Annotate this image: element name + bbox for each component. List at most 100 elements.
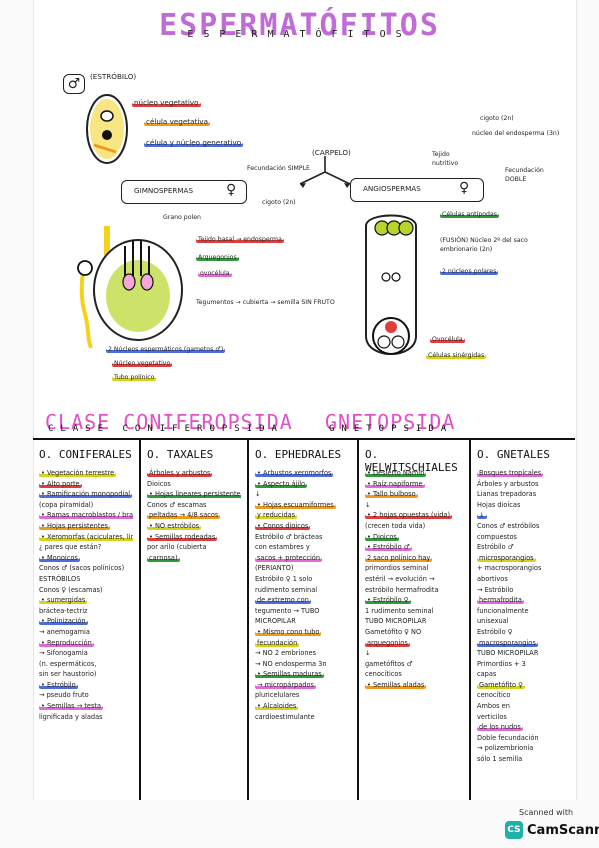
column-item: • Conos dioicos [257,521,309,530]
column-item: y reducidas [257,511,296,520]
column-item: Estróbilo ♂ [477,543,514,552]
male-note-1: núcleo vegetativo [134,98,199,107]
column-item: compuestos [477,532,517,541]
column-item: → NO endosperma 3n [255,659,327,668]
column-item: • Alto porte [41,479,80,488]
column-item: TUBO MICROPILAR [365,617,427,626]
column-item: ↓ [365,500,371,509]
column-item: Bosques tropicales [479,469,542,477]
angio-note-1: Células antípodas [442,211,497,218]
column-item: bráctea-tectriz [39,606,88,615]
column-item: ↓ [479,511,485,520]
column-item: • Ramificación monopodial [41,490,131,499]
page-subtitle: ESPERMATÓFITOS [187,29,412,40]
column-item: + macrosporangios [477,564,542,573]
carpel-arrows [299,156,351,188]
column-item: • Hojas escuamiformes [257,500,334,509]
column-item: Conos ♂ (sacos polínicos) [39,564,125,573]
column-item: • Vegetación terrestre [41,469,115,477]
column-item: • Arbustos xeromorfos [257,469,332,477]
column-item: fecundación [257,638,298,647]
column-item: Lianas trepadoras [477,490,537,499]
section-sub-coniferopsida: CLASE CONIFEROPSIDA [48,424,284,434]
column-item: → pseudo fruto [39,691,89,700]
column-items: • Vegetación terrestre • Alto porte • Rami… [39,468,133,722]
camscanner-logo: CS [505,821,523,839]
column-item: • Polinización [41,617,86,626]
column-item: Árboles y arbustos [149,469,211,477]
strobilus-label: (ESTRÓBILO) [90,72,137,81]
column-item: Doble fecundación [477,733,539,742]
column-item: Árboles y arbustos [477,479,539,488]
column-item: hermafrodita [479,596,522,605]
column-item: • Monoicos [41,553,78,562]
column-header: O. TAXALES [147,448,214,461]
column-item: (crecen toda vida) [365,521,426,530]
column-ephedrales: O. EPHEDRALES • Arbustos xeromorfos• Asp… [249,440,359,800]
angio-top-3: Tejido nutritivo [432,151,459,167]
column-header: O. GNETALES [477,448,550,461]
angio-note-2: (FUSIÓN) Núcleo 2º del saco embrionario … [440,237,528,253]
column-item: primordios seminal [365,564,429,573]
column-item: Gametófito ♀ [479,680,523,689]
column-item: Dioicos [147,479,171,488]
column-item: capas [477,670,497,679]
column-item: arquegonios [367,638,408,647]
column-items: • Desierto Namib• Raíz napiforme• Tallo … [365,468,463,690]
column-item: • Raíz napiforme [367,479,423,488]
column-item: (PERIANTO) [255,564,294,573]
column-item: → Sifonogamia [39,649,88,658]
angiosperms-box: ANGIOSPERMAS ♀ [350,178,484,202]
column-item: Conos ♂ estróbilos [477,521,540,530]
column-item: con estambres y [255,543,310,552]
column-item: sacos + protección [257,553,321,562]
gym-bottom-3: Tubo polínico [114,374,155,381]
column-item: microsporangios [479,553,534,562]
column-item: • Alcaloides [257,702,297,711]
gymnosperm-ovule-drawing [77,226,183,349]
column-item: ESTRÓBILOS [39,574,81,583]
column-item: • Hojas lineares persistentes [147,489,241,500]
angio-top-2: núcleo del endosperma (3n) [472,130,560,137]
column-item: gametófitos ♂ [365,659,413,668]
column-item: rudimento seminal [255,585,318,594]
gym-note-2: Arquegonios [198,254,237,261]
column-item: carnosa) [149,553,178,562]
column-item: Estróbilo ♀ [477,627,513,636]
angio-note-4: Ovocélula [432,336,463,343]
camscanner-watermark: Scanned with CS CamScanner [505,808,599,840]
column-item: cenocítico [477,691,511,700]
column-item: de los nudos [479,723,521,732]
column-item: → polizembrionía [477,744,534,753]
column-item: • Semillas → testa [41,702,102,711]
column-item: • Dioicos [367,532,397,541]
column-item: → micropárpados [257,680,314,689]
column-item: macrosporangios [479,638,536,647]
column-item: • Reproducción [41,638,92,647]
column-item: sin ser haustorio) [39,670,97,679]
male-note-2: célula vegetativa [146,117,208,126]
column-item: cardioestimulante [255,712,315,721]
pollen-grain-drawing [86,94,128,164]
column-item: • Xeromorfas (aciculares, lineares, lami… [39,532,133,543]
zygote-label: cigoto (2n) [262,199,296,206]
column-item: de extremo con [257,596,309,605]
column-item: • Hojas persistentes [41,521,108,530]
column-item: (copa piramidal) [39,500,94,509]
pollen-grain-label: Grano polen [163,214,201,221]
gym-note-1: Tejido basal → endosperma [198,236,282,243]
column-item: • sumergidas [41,596,86,605]
column-item: TUBO MICROPILAR [477,649,539,658]
section-title-gnetopsida: GNETOPSIDA [325,410,456,434]
column-item: • Ramas macroblastos / braquiblastos [39,510,133,521]
column-item: tegumento → TUBO [255,606,320,615]
male-note-3: célula y núcleo generativo [146,138,242,147]
column-item: → NO 2 embriones [255,649,317,658]
column-item: • Semillas rodeadas [149,532,216,541]
column-item: pluricelulares [255,691,300,700]
column-item: • 2 hojas opuestas (vida) [367,511,451,520]
